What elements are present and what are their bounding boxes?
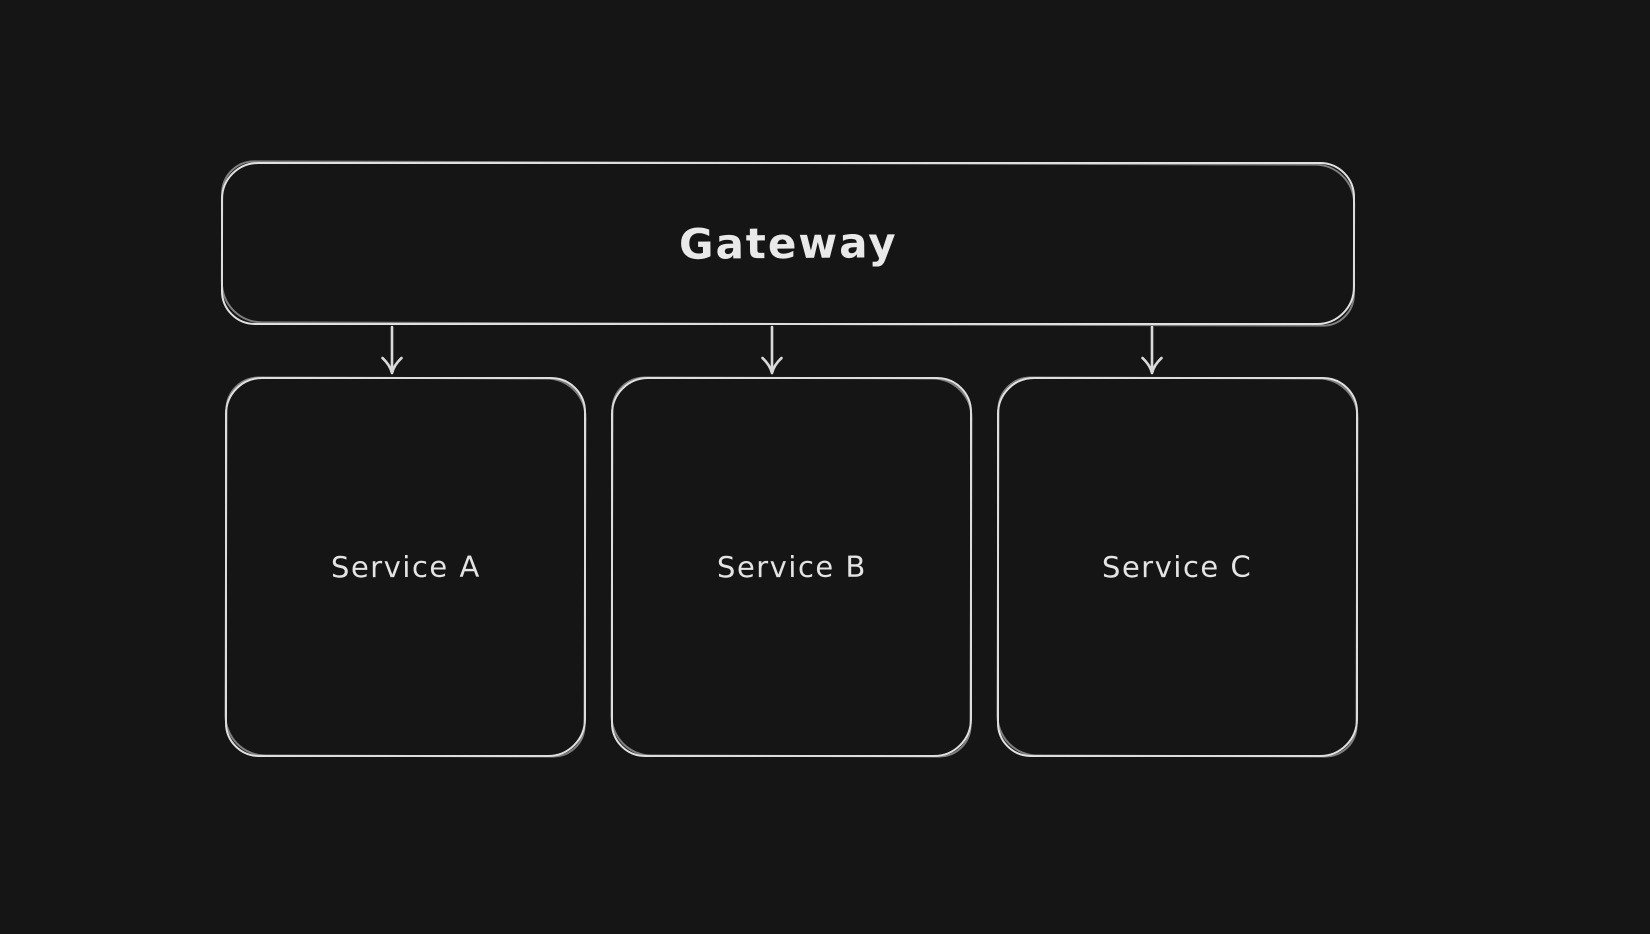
service-a-label: Service A: [330, 549, 481, 585]
arrow-down-icon[interactable]: [371, 325, 413, 378]
arrow-down-icon[interactable]: [751, 325, 793, 378]
gateway-node[interactable]: Gateway: [221, 162, 1355, 325]
service-c-node[interactable]: Service C: [997, 377, 1358, 757]
gateway-label: Gateway: [678, 218, 898, 269]
arrow-down-icon[interactable]: [1131, 325, 1173, 378]
service-c-label: Service C: [1102, 549, 1253, 585]
service-b-label: Service B: [716, 549, 867, 585]
service-b-node[interactable]: Service B: [611, 377, 972, 757]
service-a-node[interactable]: Service A: [225, 377, 586, 757]
